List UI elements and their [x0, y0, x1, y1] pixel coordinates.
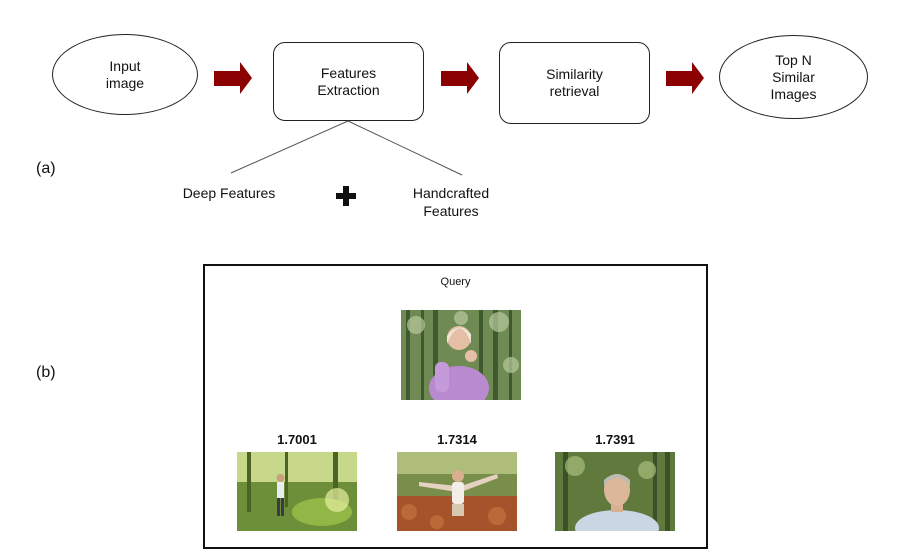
handcrafted-features-label: Handcrafted Features — [412, 185, 490, 219]
result-image-3 — [555, 452, 675, 531]
similarity-retrieval-label: Similarity retrieval — [546, 66, 603, 99]
pipeline-connectors — [214, 62, 704, 206]
query-image — [401, 310, 521, 400]
similarity-retrieval-node: Similarity retrieval — [499, 42, 650, 124]
input-image-node: Input image — [52, 34, 198, 115]
result-score-2: 1.7314 — [437, 432, 477, 447]
deep-features-label: Deep Features — [182, 185, 276, 201]
arrow-2 — [441, 62, 479, 94]
handcrafted-features-connector — [347, 120, 463, 176]
part-a-label: (a) — [36, 160, 56, 177]
top-n-images-node: Top N Similar Images — [719, 35, 868, 119]
result-image-1 — [237, 452, 357, 531]
features-extraction-node: Features Extraction — [273, 42, 424, 121]
arrow-1 — [214, 62, 252, 94]
retrieval-panel: Query 1.7001 — [203, 264, 708, 549]
features-extraction-label: Features Extraction — [317, 64, 380, 98]
top-n-images-label: Top N Similar Images — [770, 51, 817, 102]
query-title: Query — [440, 276, 471, 288]
input-image-label: Input image — [105, 57, 145, 91]
result-score-1: 1.7001 — [277, 432, 317, 447]
plus-icon — [336, 186, 356, 206]
part-b-label: (b) — [36, 364, 56, 381]
arrow-3 — [666, 62, 704, 94]
result-image-2 — [397, 452, 517, 531]
deep-features-connector — [230, 120, 349, 174]
result-score-3: 1.7391 — [595, 432, 635, 447]
